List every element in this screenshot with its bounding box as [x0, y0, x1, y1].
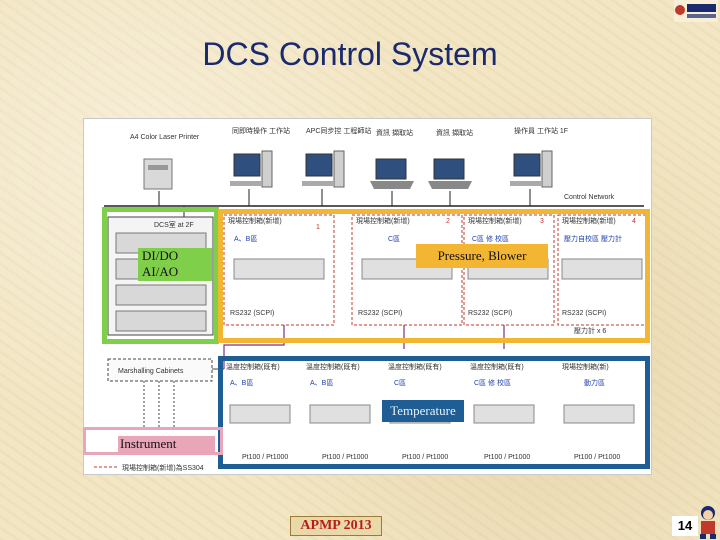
temperature-label: Temperature: [382, 400, 464, 422]
workstation-label: 資訊 擷取站: [376, 128, 413, 137]
pt-sensor-label: Pt100 / Pt1000: [242, 454, 288, 461]
io-highlight-box: [102, 207, 219, 344]
printer-icon: [143, 158, 173, 190]
control-network-label: Control Network: [564, 194, 615, 201]
field-panel-label: 現場控制箱(新增): [468, 216, 522, 225]
marshalling-label: Marshalling Cabinets: [118, 368, 184, 375]
temperature-highlight-box: [218, 356, 650, 469]
pt-sensor-label: Pt100 / Pt1000: [402, 454, 448, 461]
laptop-icon: [428, 158, 472, 189]
rs232-label: RS232 (SCPI): [468, 310, 512, 317]
rs232-label: RS232 (SCPI): [562, 310, 606, 317]
zone-label: A、B區: [234, 235, 257, 243]
pressure-count-label: 壓力計 x 6: [574, 326, 606, 335]
pt-sensor-label: Pt100 / Pt1000: [574, 454, 620, 461]
temp-panel-label: 現場控制箱(新): [562, 362, 609, 371]
field-panel-label: 現場控制箱(新增): [562, 216, 616, 225]
conference-badge: APMP 2013: [290, 516, 382, 536]
temp-panel-label: 溫度控制箱(既有): [470, 362, 524, 371]
panel-number: 4: [632, 218, 636, 225]
temp-panel-label: 溫度控制箱(既有): [388, 362, 442, 371]
pressure-label: Pressure, Blower: [416, 244, 548, 268]
legend-text: 現場控制箱(新增)為SS304: [122, 463, 204, 472]
rs232-label: RS232 (SCPI): [358, 310, 402, 317]
zone-label: C區: [394, 379, 406, 387]
pt-sensor-label: Pt100 / Pt1000: [322, 454, 368, 461]
pressure-highlight-box: [218, 209, 650, 343]
rs232-label: RS232 (SCPI): [230, 310, 274, 317]
io-label: DI/DO AI/AO: [138, 248, 212, 281]
workstation-label: 同即時操作 工作站: [232, 126, 290, 135]
page-number: 14: [672, 516, 698, 536]
workstation-label: APC同步控 工程師站: [306, 126, 371, 135]
zone-label: 壓力自校區 壓力計: [564, 234, 622, 243]
desktop-workstation-icon: [302, 150, 345, 188]
desktop-workstation-icon: [230, 150, 273, 188]
company-logo: [674, 0, 718, 22]
panel-number: 1: [316, 224, 320, 231]
panel-number: 2: [446, 218, 450, 225]
laptop-icon: [370, 158, 414, 189]
workstation-label: 資訊 擷取站: [436, 128, 473, 137]
temp-panel-label: 溫度控制箱(既有): [226, 362, 280, 371]
zone-label: C區 修 校區: [472, 234, 509, 243]
zone-label: C區: [388, 235, 400, 243]
field-panel-label: 現場控制箱(新增): [228, 216, 282, 225]
io-label-line1: DI/DO: [142, 248, 179, 263]
zone-label: A、B區: [310, 379, 333, 387]
zone-label: 動力區: [584, 378, 605, 387]
mascot-icon: [700, 506, 716, 539]
workstation-label: 操作員 工作站 1F: [514, 126, 568, 135]
zone-label: A、B區: [230, 379, 253, 387]
slide-title: DCS Control System: [202, 36, 498, 72]
instrument-label: Instrument: [118, 436, 215, 454]
pt-sensor-label: Pt100 / Pt1000: [484, 454, 530, 461]
zone-label: C區 修 校區: [474, 378, 511, 387]
io-label-line2: AI/AO: [142, 264, 179, 279]
desktop-workstation-icon: [510, 150, 553, 188]
dcs-room-label: DCS室 at 2F: [154, 220, 194, 229]
temp-panel-label: 溫度控制箱(既有): [306, 362, 360, 371]
workstation-label: A4 Color Laser Printer: [130, 134, 200, 141]
panel-number: 3: [540, 218, 544, 225]
field-panel-label: 現場控制箱(新增): [356, 216, 410, 225]
